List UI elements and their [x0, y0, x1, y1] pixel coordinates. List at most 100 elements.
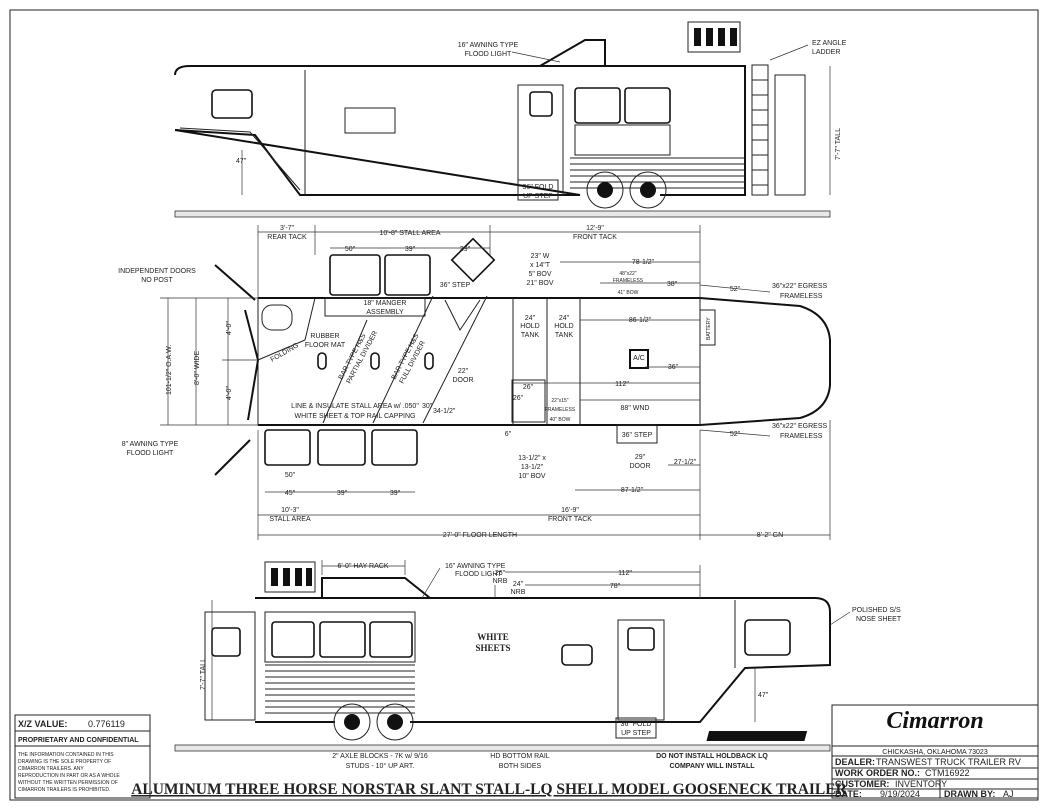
trailer-body-outline — [174, 65, 746, 196]
dim-112-curb: 112" — [618, 570, 632, 577]
dim-50-top: 50" — [345, 246, 356, 253]
hold-tanks — [512, 298, 581, 425]
vent-label-3: 5" BOV — [528, 271, 551, 278]
window-top-label-2: FRAMELESS — [613, 278, 644, 284]
dim-78: 78-1/2" — [632, 259, 655, 266]
stall-window — [271, 621, 315, 658]
hay-rack — [539, 39, 606, 67]
dim-87: 87-1/2" — [621, 487, 644, 494]
awning-light-curb-label-2: FLOOD LIGHT — [455, 571, 502, 578]
awning-light-label: 16" AWNING TYPE — [458, 42, 519, 49]
dim-36: 36" — [668, 364, 679, 371]
hold-tank-2-label-3: TANK — [555, 332, 573, 339]
hitch-height-curb: 47" — [758, 692, 769, 699]
window-bottom-label-2: FRAMELESS — [545, 407, 576, 413]
drawn-by-value: AJ — [1003, 789, 1014, 799]
dim-26b: 26" — [513, 395, 524, 402]
manger-label: 18" MANGER — [364, 300, 407, 307]
notice-line: REPRODUCTION IN PART OR AS A WHOLE — [18, 773, 120, 779]
roof-vent — [450, 237, 496, 283]
drawing-border — [9, 9, 1039, 801]
battery-box — [699, 309, 716, 346]
saddle-rack — [444, 299, 481, 331]
lq-door — [517, 84, 564, 196]
dim-27: 27-1/2" — [674, 459, 697, 466]
cimarron-logo: Cimarron TRAILERS — [706, 708, 1026, 741]
xz-value: 0.776119 — [88, 719, 125, 729]
dealer-label: DEALER: — [835, 757, 875, 767]
nrb-24-label: NRB — [511, 589, 526, 596]
customer-label: CUSTOMER: — [835, 779, 889, 789]
stall-window — [574, 87, 621, 124]
dim-45: 45" — [285, 490, 296, 497]
window-bottom-label-3: 40" BOW — [550, 417, 571, 423]
side-slats-curb — [265, 664, 415, 714]
wheel — [586, 171, 624, 209]
front-tack-bottom-dim: 16'-9" — [561, 507, 579, 514]
info-block: X/Z VALUE: 0.776119 PROPRIETARY AND CONF… — [14, 714, 151, 799]
floor-plan: 3'-7" REAR TACK 10'-8" STALL AREA 12'-9"… — [118, 225, 831, 540]
door-window — [529, 91, 553, 117]
dim-38: 38" — [667, 281, 678, 288]
date-value: 9/19/2024 — [880, 789, 920, 799]
rubber-mat-label: RUBBER — [310, 333, 339, 340]
wheel — [629, 171, 667, 209]
dim-26a: 26" — [523, 384, 534, 391]
vent-bottom-label-2: 13-1/2" — [521, 464, 544, 471]
window-bottom-label: 22"x15" — [551, 398, 568, 404]
gn-label: 8'-2" GN — [757, 532, 783, 539]
step-bottom-label: 36" STEP — [622, 432, 653, 439]
dim-39-bottom: 39" — [337, 490, 348, 497]
stall-window — [371, 429, 418, 466]
stall-window — [264, 429, 311, 466]
manger-label-2: ASSEMBLY — [366, 309, 404, 316]
manger — [324, 297, 426, 317]
logo-text: Cimarron — [886, 708, 983, 734]
bottom-rail-label-2: BOTH SIDES — [499, 763, 542, 770]
location-label: CHICKASHA, OKLAHOMA 73023 — [882, 749, 988, 756]
dim-88: 88" WND — [621, 405, 650, 412]
independent-doors-label-2: NO POST — [141, 277, 173, 284]
dim-6: 6" — [505, 431, 512, 438]
side-view-curb: 6'-0" HAY RACK 16" AWNING TYPE FLOOD LIG… — [174, 560, 902, 770]
ladder — [751, 64, 769, 196]
nose-window-curb — [744, 619, 791, 656]
holdback-label: DO NOT INSTALL HOLDBACK LQ — [656, 753, 768, 760]
window-top-label-3: 41" BOW — [618, 290, 639, 296]
trailer-body-outline-curb — [255, 597, 831, 723]
axle-label-2: STUDS - 10° UP ART. — [346, 762, 415, 770]
independent-doors-label: INDEPENDENT DOORS — [118, 268, 196, 275]
dim-52-top: 52" — [730, 286, 741, 293]
nose-sheet-label: POLISHED S/S — [852, 607, 901, 614]
stall-window — [319, 621, 366, 658]
hitch-height-label: 47" — [236, 158, 247, 165]
stall-window — [384, 254, 431, 296]
stall-window — [329, 254, 381, 296]
step-curb-label: 36" FOLD — [621, 721, 652, 728]
door-22-label-2: DOOR — [453, 377, 474, 384]
roof-vent — [687, 21, 741, 53]
proprietary-label: PROPRIETARY AND CONFIDENTIAL — [18, 737, 139, 744]
lq-door-curb — [617, 619, 665, 721]
nrb-24-dim: 24" — [513, 581, 524, 588]
stall-window — [624, 87, 671, 124]
side-slats — [570, 157, 745, 189]
customer-value: INVENTORY — [895, 779, 947, 789]
line-insulate-label: LINE & INSULATE STALL AREA w/ .050" — [291, 403, 419, 410]
vent-label: 23" W — [531, 253, 550, 260]
door-22-label: 22" — [458, 368, 469, 375]
awning-light-label-2: FLOOD LIGHT — [465, 51, 512, 58]
egress-top-label: 36"x22" EGRESS — [772, 283, 827, 290]
awning-light-curb-label: 16" AWNING TYPE — [445, 563, 506, 570]
battery-label: BATTERY — [706, 317, 712, 340]
work-order-value: CTM16922 — [925, 768, 970, 778]
awning-8-label-2: FLOOD LIGHT — [127, 450, 174, 457]
work-order-label: WORK ORDER NO.: — [835, 768, 920, 778]
side-view-street: 47" 7'-7" TALL 16" AWNING TYPE FLOOD LIG… — [174, 21, 847, 218]
step-top-label: 36" STEP — [440, 282, 471, 289]
date-label: DATE: — [835, 789, 862, 799]
gooseneck-line — [179, 70, 306, 195]
notice-line: CIMARRON TRAILERS IS PROHIBITED. — [18, 787, 110, 793]
drawn-by-label: DRAWN BY: — [944, 789, 995, 799]
wide-label: 8'-0" WIDE — [194, 351, 201, 385]
